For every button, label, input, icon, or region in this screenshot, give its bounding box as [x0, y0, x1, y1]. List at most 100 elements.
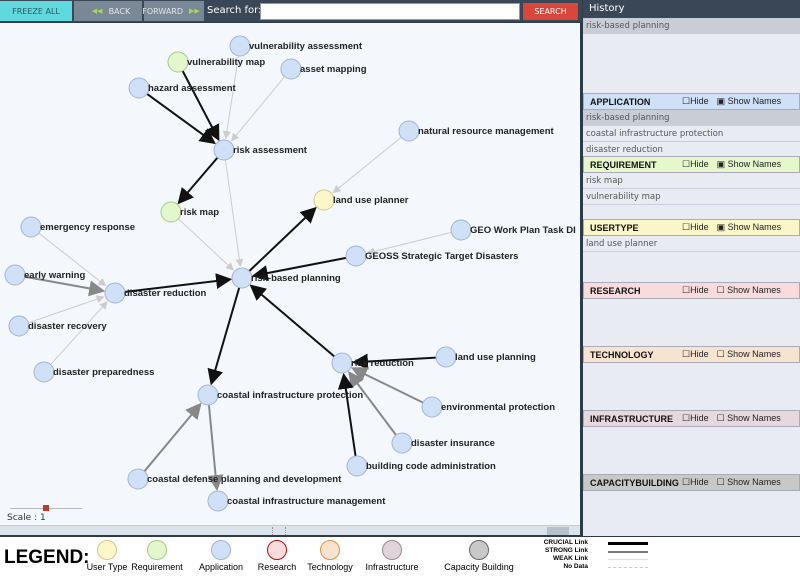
node-label[interactable]: GEO Work Plan Task DI — [470, 225, 576, 236]
node-circle-icon[interactable] — [435, 346, 457, 368]
scrollbar-thumb[interactable] — [547, 527, 569, 535]
graph-node-ep[interactable]: environmental protection — [421, 396, 555, 418]
node-label[interactable]: risk assessment — [233, 145, 308, 156]
node-label[interactable]: coastal infrastructure protection — [217, 390, 363, 401]
node-label[interactable]: building code administration — [366, 461, 496, 472]
section-list-item[interactable]: vulnerability map — [583, 189, 800, 205]
graph-node-er[interactable]: emergency response — [20, 216, 135, 238]
hide-checkbox[interactable]: ☐Hide — [682, 222, 709, 232]
graph-node-rbp[interactable]: risk-based planning — [231, 267, 341, 289]
section-list-item[interactable]: coastal infrastructure protection — [583, 126, 800, 142]
horizontal-scrollbar[interactable] — [0, 525, 580, 535]
node-circle-icon[interactable] — [398, 120, 420, 142]
section-list-item[interactable]: risk map — [583, 173, 800, 189]
forward-button[interactable]: FORWARD▶▶ — [142, 1, 204, 21]
hide-checkbox[interactable]: ☐Hide — [682, 413, 709, 423]
graph-node-cim[interactable]: coastal infrastructure management — [207, 490, 386, 512]
show-names-checkbox[interactable]: ☐ Show Names — [716, 477, 781, 487]
show-names-checkbox[interactable]: ▣ Show Names — [716, 222, 782, 232]
graph-node-geoss[interactable]: GEOSS Strategic Target Disasters — [345, 245, 518, 267]
node-circle-icon[interactable] — [33, 361, 55, 383]
section-list-item[interactable]: land use planner — [583, 236, 800, 252]
scale-slider-handle[interactable] — [43, 505, 49, 511]
search-button[interactable]: SEARCH — [523, 3, 578, 20]
node-label[interactable]: risk-based planning — [251, 273, 341, 284]
graph-node-di[interactable]: disaster insurance — [391, 432, 495, 454]
graph-node-lup[interactable]: land use planner — [313, 189, 409, 211]
node-circle-icon[interactable] — [450, 219, 472, 241]
graph-node-rm[interactable]: risk map — [160, 201, 219, 223]
graph-node-drec[interactable]: disaster recovery — [8, 315, 107, 337]
show-names-checkbox[interactable]: ☐ Show Names — [716, 413, 781, 423]
node-label[interactable]: land use planning — [455, 352, 536, 363]
node-label[interactable]: coastal defense planning and development — [147, 474, 342, 485]
node-label[interactable]: GEOSS Strategic Target Disasters — [365, 251, 518, 262]
node-label[interactable]: environmental protection — [441, 402, 555, 413]
node-circle-icon[interactable] — [213, 139, 235, 161]
graph-node-am[interactable]: asset mapping — [280, 58, 367, 80]
node-circle-icon[interactable] — [167, 51, 189, 73]
graph-node-bca[interactable]: building code administration — [346, 455, 496, 477]
graph-node-rr[interactable]: risk reduction — [331, 352, 414, 374]
node-label[interactable]: disaster recovery — [28, 321, 107, 332]
node-circle-icon[interactable] — [231, 267, 253, 289]
node-circle-icon[interactable] — [160, 201, 182, 223]
hide-checkbox[interactable]: ☐Hide — [682, 477, 709, 487]
node-circle-icon[interactable] — [391, 432, 413, 454]
graph-node-vm[interactable]: vulnerability map — [167, 51, 265, 73]
graph-node-geo[interactable]: GEO Work Plan Task DI — [450, 219, 576, 241]
node-label[interactable]: land use planner — [333, 195, 409, 206]
graph-node-cip[interactable]: coastal infrastructure protection — [197, 384, 363, 406]
freeze-all-button[interactable]: FREEZE ALL — [0, 1, 72, 21]
node-label[interactable]: natural resource management — [418, 126, 555, 137]
node-label[interactable]: hazard assessment — [148, 83, 236, 94]
graph-node-dr[interactable]: disaster reduction — [104, 282, 207, 304]
graph-node-va[interactable]: vulnerability assessment — [229, 35, 363, 57]
node-circle-icon[interactable] — [4, 264, 26, 286]
show-names-checkbox[interactable]: ▣ Show Names — [716, 96, 782, 106]
node-circle-icon[interactable] — [345, 245, 367, 267]
hide-checkbox[interactable]: ☐Hide — [682, 96, 709, 106]
node-circle-icon[interactable] — [20, 216, 42, 238]
node-label[interactable]: risk reduction — [351, 358, 414, 369]
node-circle-icon[interactable] — [127, 468, 149, 490]
node-circle-icon[interactable] — [331, 352, 353, 374]
graph-node-lupl[interactable]: land use planning — [435, 346, 536, 368]
hide-checkbox[interactable]: ☐Hide — [682, 159, 709, 169]
node-label[interactable]: risk map — [180, 207, 219, 218]
node-circle-icon[interactable] — [280, 58, 302, 80]
graph-node-dp[interactable]: disaster preparedness — [33, 361, 154, 383]
graph-node-ha[interactable]: hazard assessment — [128, 77, 236, 99]
node-circle-icon[interactable] — [197, 384, 219, 406]
show-names-checkbox[interactable]: ☐ Show Names — [716, 285, 781, 295]
show-names-checkbox[interactable]: ☐ Show Names — [716, 349, 781, 359]
graph-canvas[interactable]: vulnerability assessment vulnerability ma… — [0, 23, 580, 525]
search-input[interactable] — [260, 3, 520, 20]
graph-node-ew[interactable]: early warning — [4, 264, 85, 286]
node-label[interactable]: vulnerability assessment — [249, 41, 363, 52]
graph-node-nrm[interactable]: natural resource management — [398, 120, 555, 142]
node-circle-icon[interactable] — [104, 282, 126, 304]
node-circle-icon[interactable] — [421, 396, 443, 418]
node-circle-icon[interactable] — [313, 189, 335, 211]
hide-checkbox[interactable]: ☐Hide — [682, 349, 709, 359]
node-label[interactable]: disaster insurance — [411, 438, 495, 449]
graph-node-cdpd[interactable]: coastal defense planning and development — [127, 468, 342, 490]
node-label[interactable]: emergency response — [40, 222, 135, 233]
show-names-checkbox[interactable]: ▣ Show Names — [716, 159, 782, 169]
node-label[interactable]: coastal infrastructure management — [227, 496, 386, 507]
node-label[interactable]: vulnerability map — [187, 57, 265, 68]
node-label[interactable]: asset mapping — [300, 64, 367, 75]
graph-node-ra[interactable]: risk assessment — [213, 139, 308, 161]
node-circle-icon[interactable] — [128, 77, 150, 99]
node-label[interactable]: disaster reduction — [124, 288, 207, 299]
hide-checkbox[interactable]: ☐Hide — [682, 285, 709, 295]
section-list-item[interactable]: risk-based planning — [583, 110, 800, 126]
history-item[interactable]: risk-based planning — [583, 18, 800, 34]
back-button[interactable]: ◀◀BACK — [74, 1, 142, 21]
node-circle-icon[interactable] — [346, 455, 368, 477]
node-circle-icon[interactable] — [229, 35, 251, 57]
node-circle-icon[interactable] — [8, 315, 30, 337]
node-label[interactable]: early warning — [24, 270, 85, 281]
node-circle-icon[interactable] — [207, 490, 229, 512]
